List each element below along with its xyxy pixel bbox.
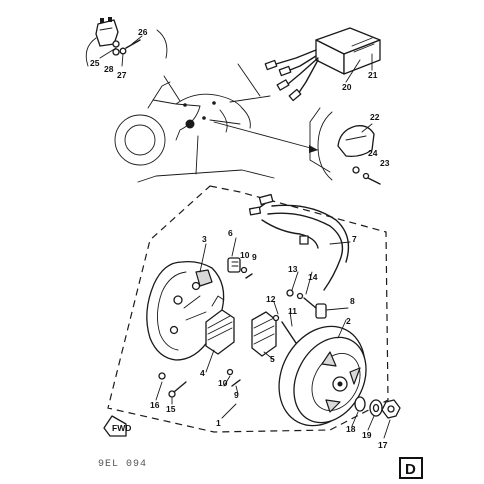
ignition-coil-group — [317, 111, 381, 185]
switch-assembly — [95, 17, 143, 67]
section-badge: D — [399, 457, 423, 479]
flywheel-rotor — [278, 325, 367, 427]
label-1: 1 — [216, 418, 221, 428]
label-14: 14 — [308, 272, 318, 282]
label-5: 5 — [270, 354, 275, 364]
label-19: 19 — [362, 430, 372, 440]
screws-left — [158, 372, 187, 398]
label-15: 15 — [166, 404, 176, 414]
label-8: 8 — [350, 296, 355, 306]
label-9a: 9 — [252, 252, 257, 262]
motorcycle-outline — [114, 81, 251, 166]
section-letter: D — [405, 461, 416, 478]
label-24: 24 — [368, 148, 378, 158]
label-11: 11 — [288, 306, 297, 316]
label-2: 2 — [346, 316, 351, 326]
label-26: 26 — [138, 27, 148, 37]
source-coils — [205, 295, 277, 357]
cdi-unit — [264, 27, 381, 102]
label-28: 28 — [104, 64, 114, 74]
callout-lines — [85, 29, 331, 183]
ignition-location-marker — [185, 119, 195, 129]
label-4: 4 — [200, 368, 205, 378]
label-16: 16 — [150, 400, 160, 410]
fwd-direction-arrow: FWD — [103, 415, 131, 437]
label-3: 3 — [202, 234, 207, 244]
label-21: 21 — [368, 70, 378, 80]
label-12: 12 — [266, 294, 276, 304]
label-25: 25 — [90, 58, 100, 68]
label-10b: 10 — [218, 378, 228, 388]
label-6: 6 — [228, 228, 233, 238]
pickup-coil — [226, 257, 253, 387]
label-27: 27 — [117, 70, 127, 80]
fwd-label: FWD — [112, 423, 131, 433]
wire-harness — [248, 193, 350, 291]
label-10a: 10 — [240, 250, 250, 260]
label-18: 18 — [346, 424, 356, 434]
label-17: 17 — [378, 440, 388, 450]
label-9b: 9 — [234, 390, 239, 400]
diagram-code: 9EL 094 — [98, 459, 147, 470]
part-labels: 26 25 28 27 21 20 22 24 23 3 6 10 9 7 13… — [90, 27, 390, 450]
label-22: 22 — [370, 112, 380, 122]
label-7: 7 — [352, 234, 357, 244]
label-20: 20 — [342, 82, 352, 92]
stator-plate — [146, 260, 225, 361]
label-13: 13 — [288, 264, 298, 274]
label-23: 23 — [380, 158, 390, 168]
fasteners-center — [272, 289, 327, 347]
nut-washer-set — [354, 396, 401, 419]
leader-lines — [155, 237, 391, 439]
